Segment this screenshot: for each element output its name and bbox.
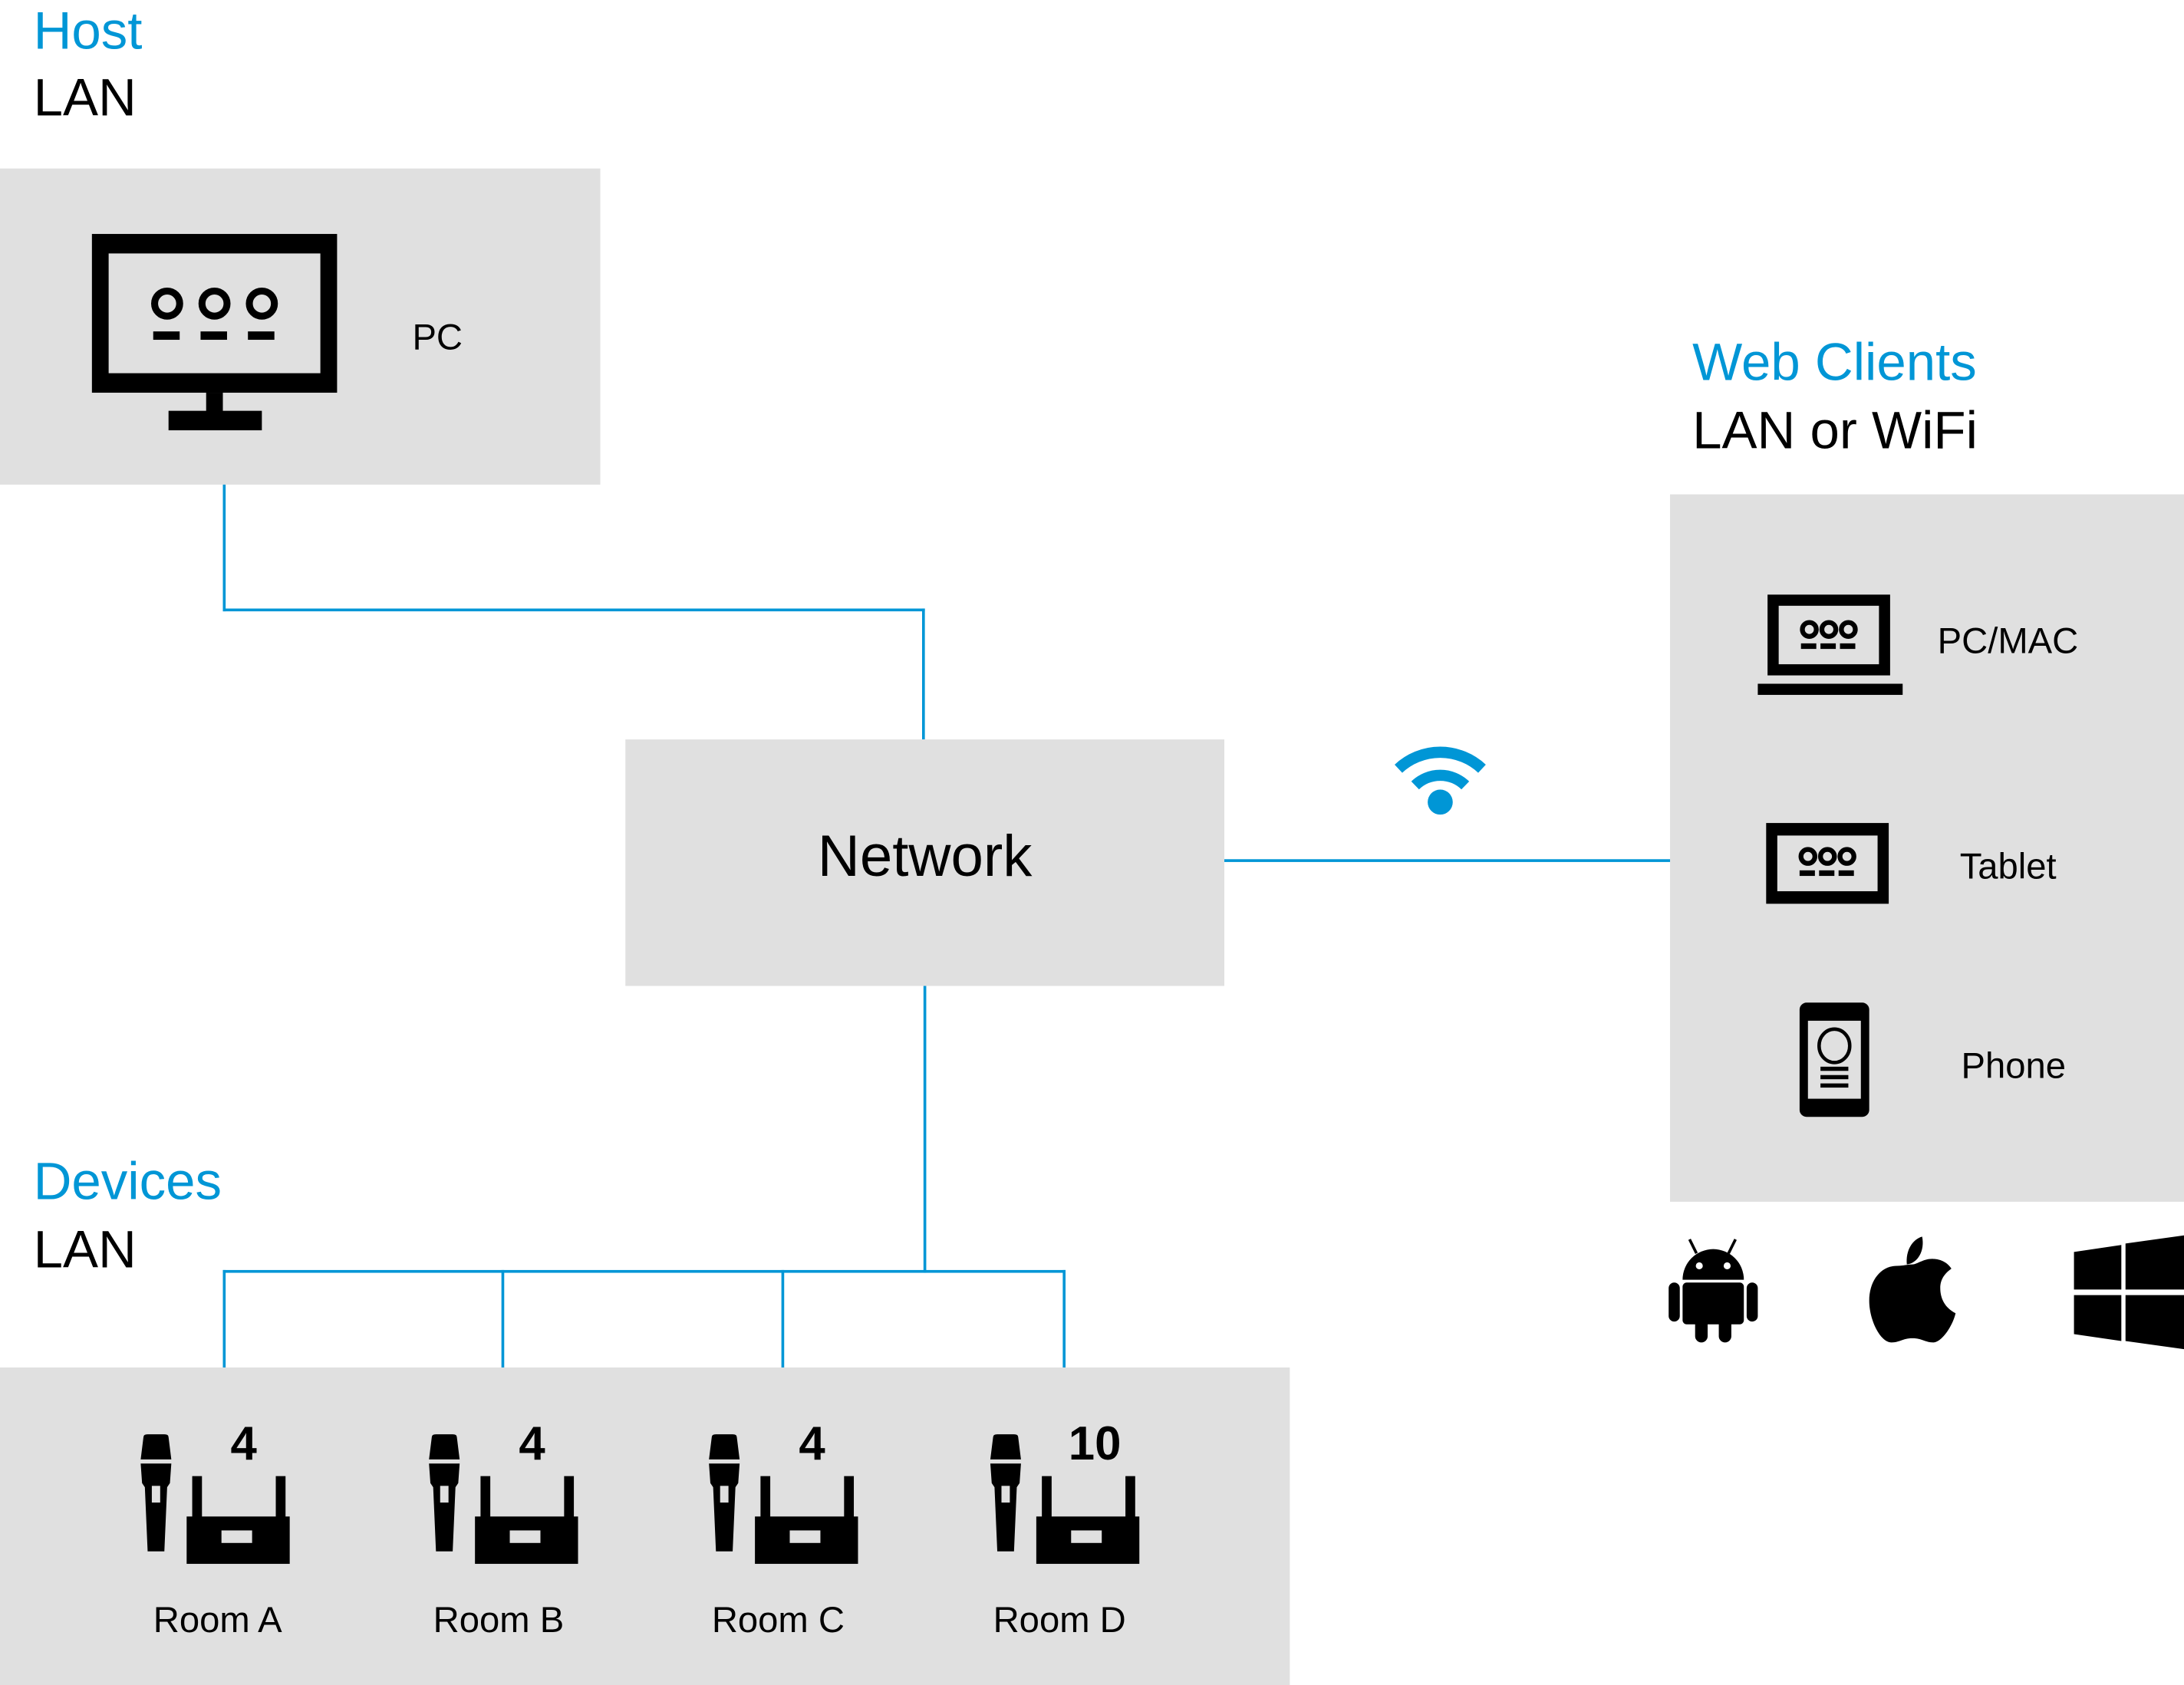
link-host-to-network <box>921 608 925 740</box>
link-room-d <box>1062 1269 1066 1368</box>
devices-subtitle: LAN <box>33 1221 137 1280</box>
room-count: 4 <box>230 1417 257 1471</box>
room-count: 10 <box>1068 1417 1122 1471</box>
link-room-a <box>222 1269 226 1368</box>
link-network-to-devices <box>923 986 927 1273</box>
microphone-icon <box>709 1434 740 1552</box>
room-b: 4 Room B <box>425 1417 606 1641</box>
receiver-icon <box>475 1476 578 1565</box>
room-a: 4 Room A <box>137 1417 318 1641</box>
laptop-icon <box>1757 594 1903 696</box>
web-clients-subtitle: LAN or WiFi <box>1692 402 1978 461</box>
room-count: 4 <box>799 1417 825 1471</box>
room-label: Room A <box>153 1598 282 1641</box>
room-d: 10 Room D <box>987 1417 1168 1641</box>
devices-title: Devices <box>33 1153 222 1212</box>
monitor-icon <box>91 234 338 431</box>
link-devices-bus <box>222 1269 1066 1273</box>
room-c: 4 Room C <box>705 1417 886 1641</box>
room-label: Room B <box>433 1598 565 1641</box>
link-host-horizontal <box>222 608 925 612</box>
link-network-to-clients <box>1224 859 1672 862</box>
link-room-b <box>501 1269 505 1368</box>
client-label-pc-mac: PC/MAC <box>1937 619 2079 662</box>
client-label-tablet: Tablet <box>1959 845 2057 887</box>
room-count: 4 <box>519 1417 545 1471</box>
tablet-icon <box>1766 823 1889 904</box>
receiver-icon <box>755 1476 858 1565</box>
microphone-icon <box>429 1434 460 1552</box>
web-clients-box: PC/MAC Tablet Phone <box>1670 494 2184 1202</box>
network-label: Network <box>817 823 1033 889</box>
receiver-icon <box>1036 1476 1140 1565</box>
windows-icon <box>2074 1235 2184 1350</box>
host-box: PC <box>0 168 601 485</box>
client-label-phone: Phone <box>1961 1044 2067 1087</box>
host-device-label: PC <box>412 316 463 358</box>
link-room-c <box>781 1269 785 1368</box>
host-subtitle: LAN <box>33 69 137 129</box>
link-host-vertical <box>222 484 226 612</box>
phone-icon <box>1799 1002 1869 1117</box>
network-box: Network <box>625 739 1225 986</box>
devices-box: 4 Room A 4 Room B <box>0 1367 1290 1685</box>
apple-icon <box>1869 1236 1956 1343</box>
receiver-icon <box>186 1476 290 1565</box>
web-clients-title: Web Clients <box>1692 334 1977 393</box>
microphone-icon <box>140 1434 172 1552</box>
wifi-icon <box>1395 746 1486 815</box>
microphone-icon <box>990 1434 1021 1552</box>
android-icon <box>1668 1239 1758 1343</box>
host-title: Host <box>33 2 143 61</box>
room-label: Room D <box>993 1598 1126 1641</box>
room-label: Room C <box>711 1598 845 1641</box>
